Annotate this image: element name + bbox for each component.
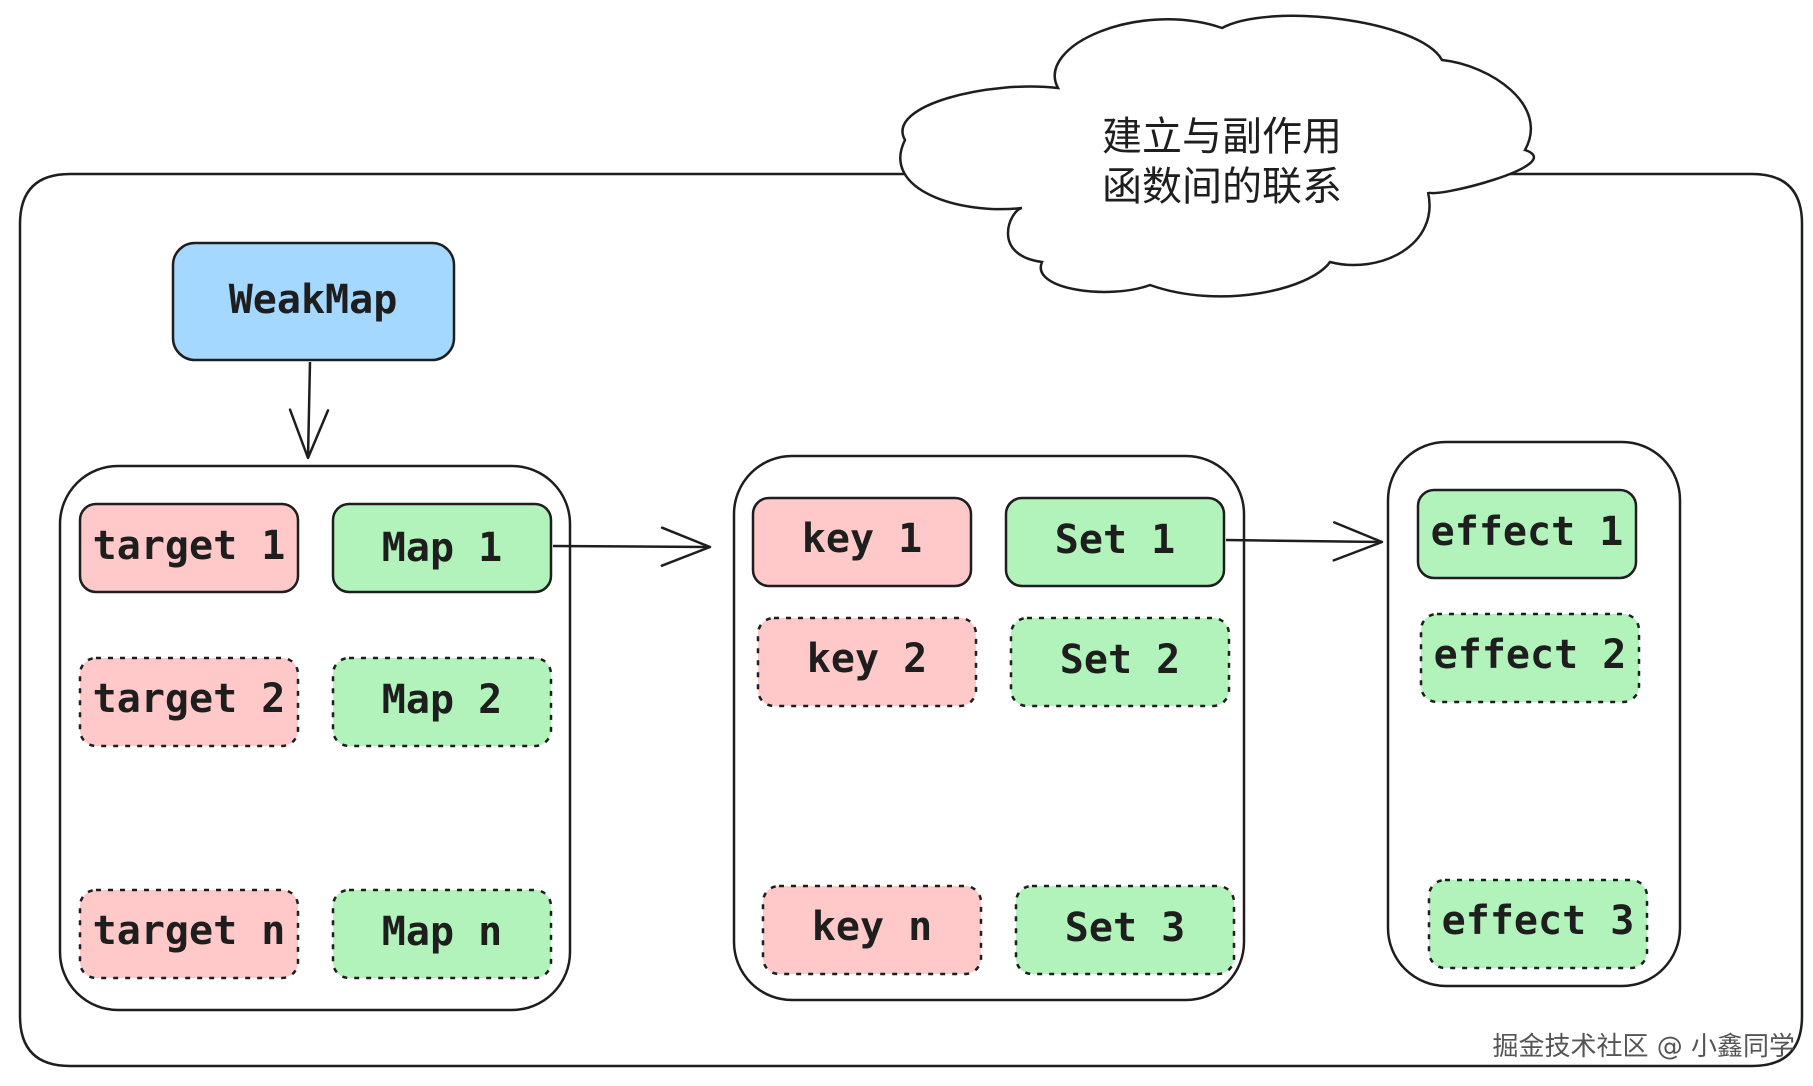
set-2-node xyxy=(1009,616,1231,708)
cloud-text-line2: 函数间的联系 xyxy=(1102,164,1342,210)
arrow-map-to-keys xyxy=(552,526,712,567)
map-1-node xyxy=(331,502,553,594)
set-3-node xyxy=(1014,884,1236,976)
effect-3-node xyxy=(1427,878,1649,970)
target-n-label: target n xyxy=(93,908,286,954)
set-2-label: Set 2 xyxy=(1060,637,1180,683)
target-2-node xyxy=(78,656,300,748)
target-map-container xyxy=(58,464,572,1012)
weakmap-node xyxy=(171,241,456,362)
set-1-node xyxy=(1004,496,1226,588)
map-1-label: Map 1 xyxy=(382,525,502,571)
target-1-node xyxy=(78,502,300,594)
target-1-label: target 1 xyxy=(93,523,286,569)
map-n-label: Map n xyxy=(382,909,502,955)
map-2-node xyxy=(331,656,553,748)
set-3-label: Set 3 xyxy=(1065,905,1185,951)
arrow-weakmap-to-targets xyxy=(288,361,330,460)
cloud-text-line1: 建立与副作用 xyxy=(1102,114,1342,160)
key-1-label: key 1 xyxy=(802,516,922,562)
cloud-shape xyxy=(899,14,1536,298)
map-n-node xyxy=(331,888,553,980)
key-n-label: key n xyxy=(812,904,932,950)
map-2-label: Map 2 xyxy=(382,677,502,723)
target-n-node xyxy=(78,888,300,980)
weakmap-label: WeakMap xyxy=(229,277,398,323)
key-set-container xyxy=(732,454,1246,1002)
effect-2-node xyxy=(1419,612,1641,704)
key-1-node xyxy=(751,496,973,588)
outer-frame xyxy=(18,172,1804,1068)
effect-2-label: effect 2 xyxy=(1434,632,1627,678)
key-n-node xyxy=(761,884,983,976)
effect-1-label: effect 1 xyxy=(1431,509,1624,555)
effect-1-node xyxy=(1416,488,1638,580)
set-1-label: Set 1 xyxy=(1055,517,1175,563)
effect-3-label: effect 3 xyxy=(1442,898,1635,944)
key-2-label: key 2 xyxy=(807,636,927,682)
effect-container xyxy=(1386,440,1682,988)
arrow-set-to-effects xyxy=(1225,521,1384,562)
watermark-text: 掘金技术社区 @ 小鑫同学 xyxy=(1492,1032,1795,1062)
target-2-label: target 2 xyxy=(93,676,286,722)
key-2-node xyxy=(756,616,978,708)
